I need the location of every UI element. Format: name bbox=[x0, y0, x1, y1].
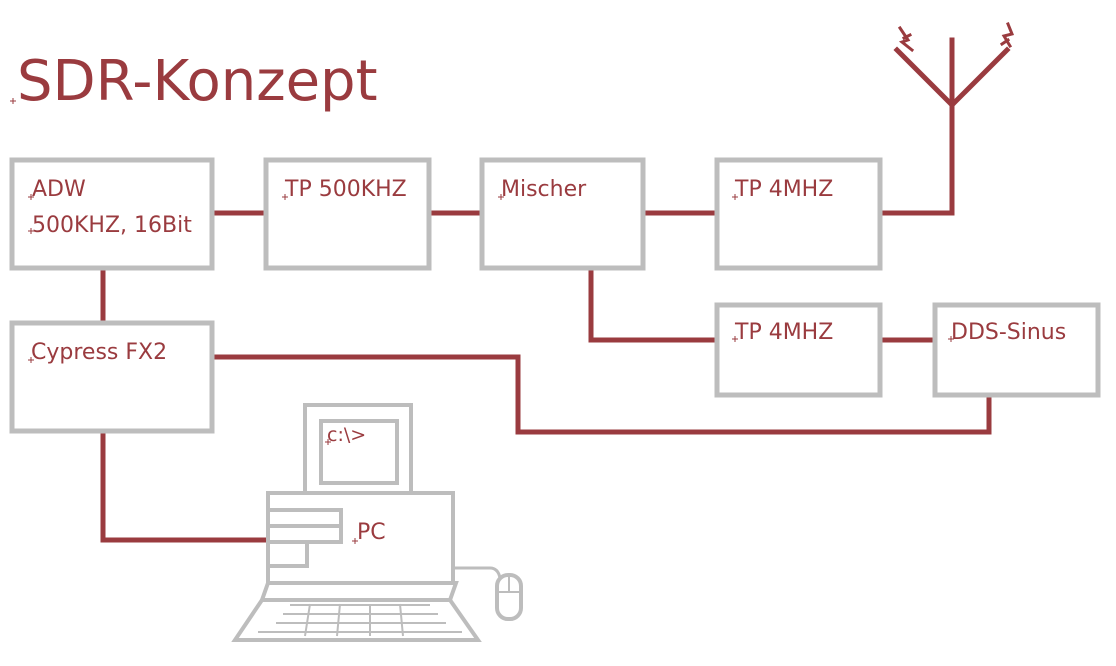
adw-spec-label: 500KHZ, 16Bit bbox=[32, 213, 192, 238]
tp4-bottom-label: TP 4MHZ bbox=[734, 320, 833, 345]
mischer-label: Mischer bbox=[501, 177, 587, 202]
tp4-top-block bbox=[714, 157, 883, 271]
dds-block bbox=[932, 302, 1101, 398]
wire-cypress-pc bbox=[100, 428, 271, 543]
cypress-label: Cypress FX2 bbox=[31, 340, 167, 365]
tp500-block bbox=[263, 157, 432, 271]
wire-cypress-dds bbox=[209, 354, 992, 435]
dds-label: DDS-Sinus bbox=[951, 320, 1066, 345]
pc-label: PC bbox=[357, 520, 386, 545]
page-title: SDR-Konzept bbox=[17, 49, 378, 114]
antenna-icon bbox=[893, 22, 1015, 109]
wire-tp4-antenna bbox=[877, 100, 955, 216]
adw-block bbox=[9, 157, 215, 271]
origin-markers bbox=[10, 98, 954, 544]
mischer-block bbox=[479, 157, 646, 271]
pc-screen-text: c:\> bbox=[327, 424, 366, 446]
tp4-top-label: TP 4MHZ bbox=[734, 177, 833, 202]
tp500-label: TP 500KHZ bbox=[284, 177, 407, 202]
keyboard-icon bbox=[231, 581, 482, 642]
wire-mischer-tp4-lower bbox=[588, 265, 720, 343]
cypress-block bbox=[9, 320, 215, 434]
computer-icon bbox=[266, 403, 455, 585]
connections bbox=[100, 100, 992, 543]
adw-label: ADW bbox=[32, 177, 86, 202]
tp4-bottom-block bbox=[714, 302, 883, 398]
mouse-icon bbox=[453, 566, 523, 621]
